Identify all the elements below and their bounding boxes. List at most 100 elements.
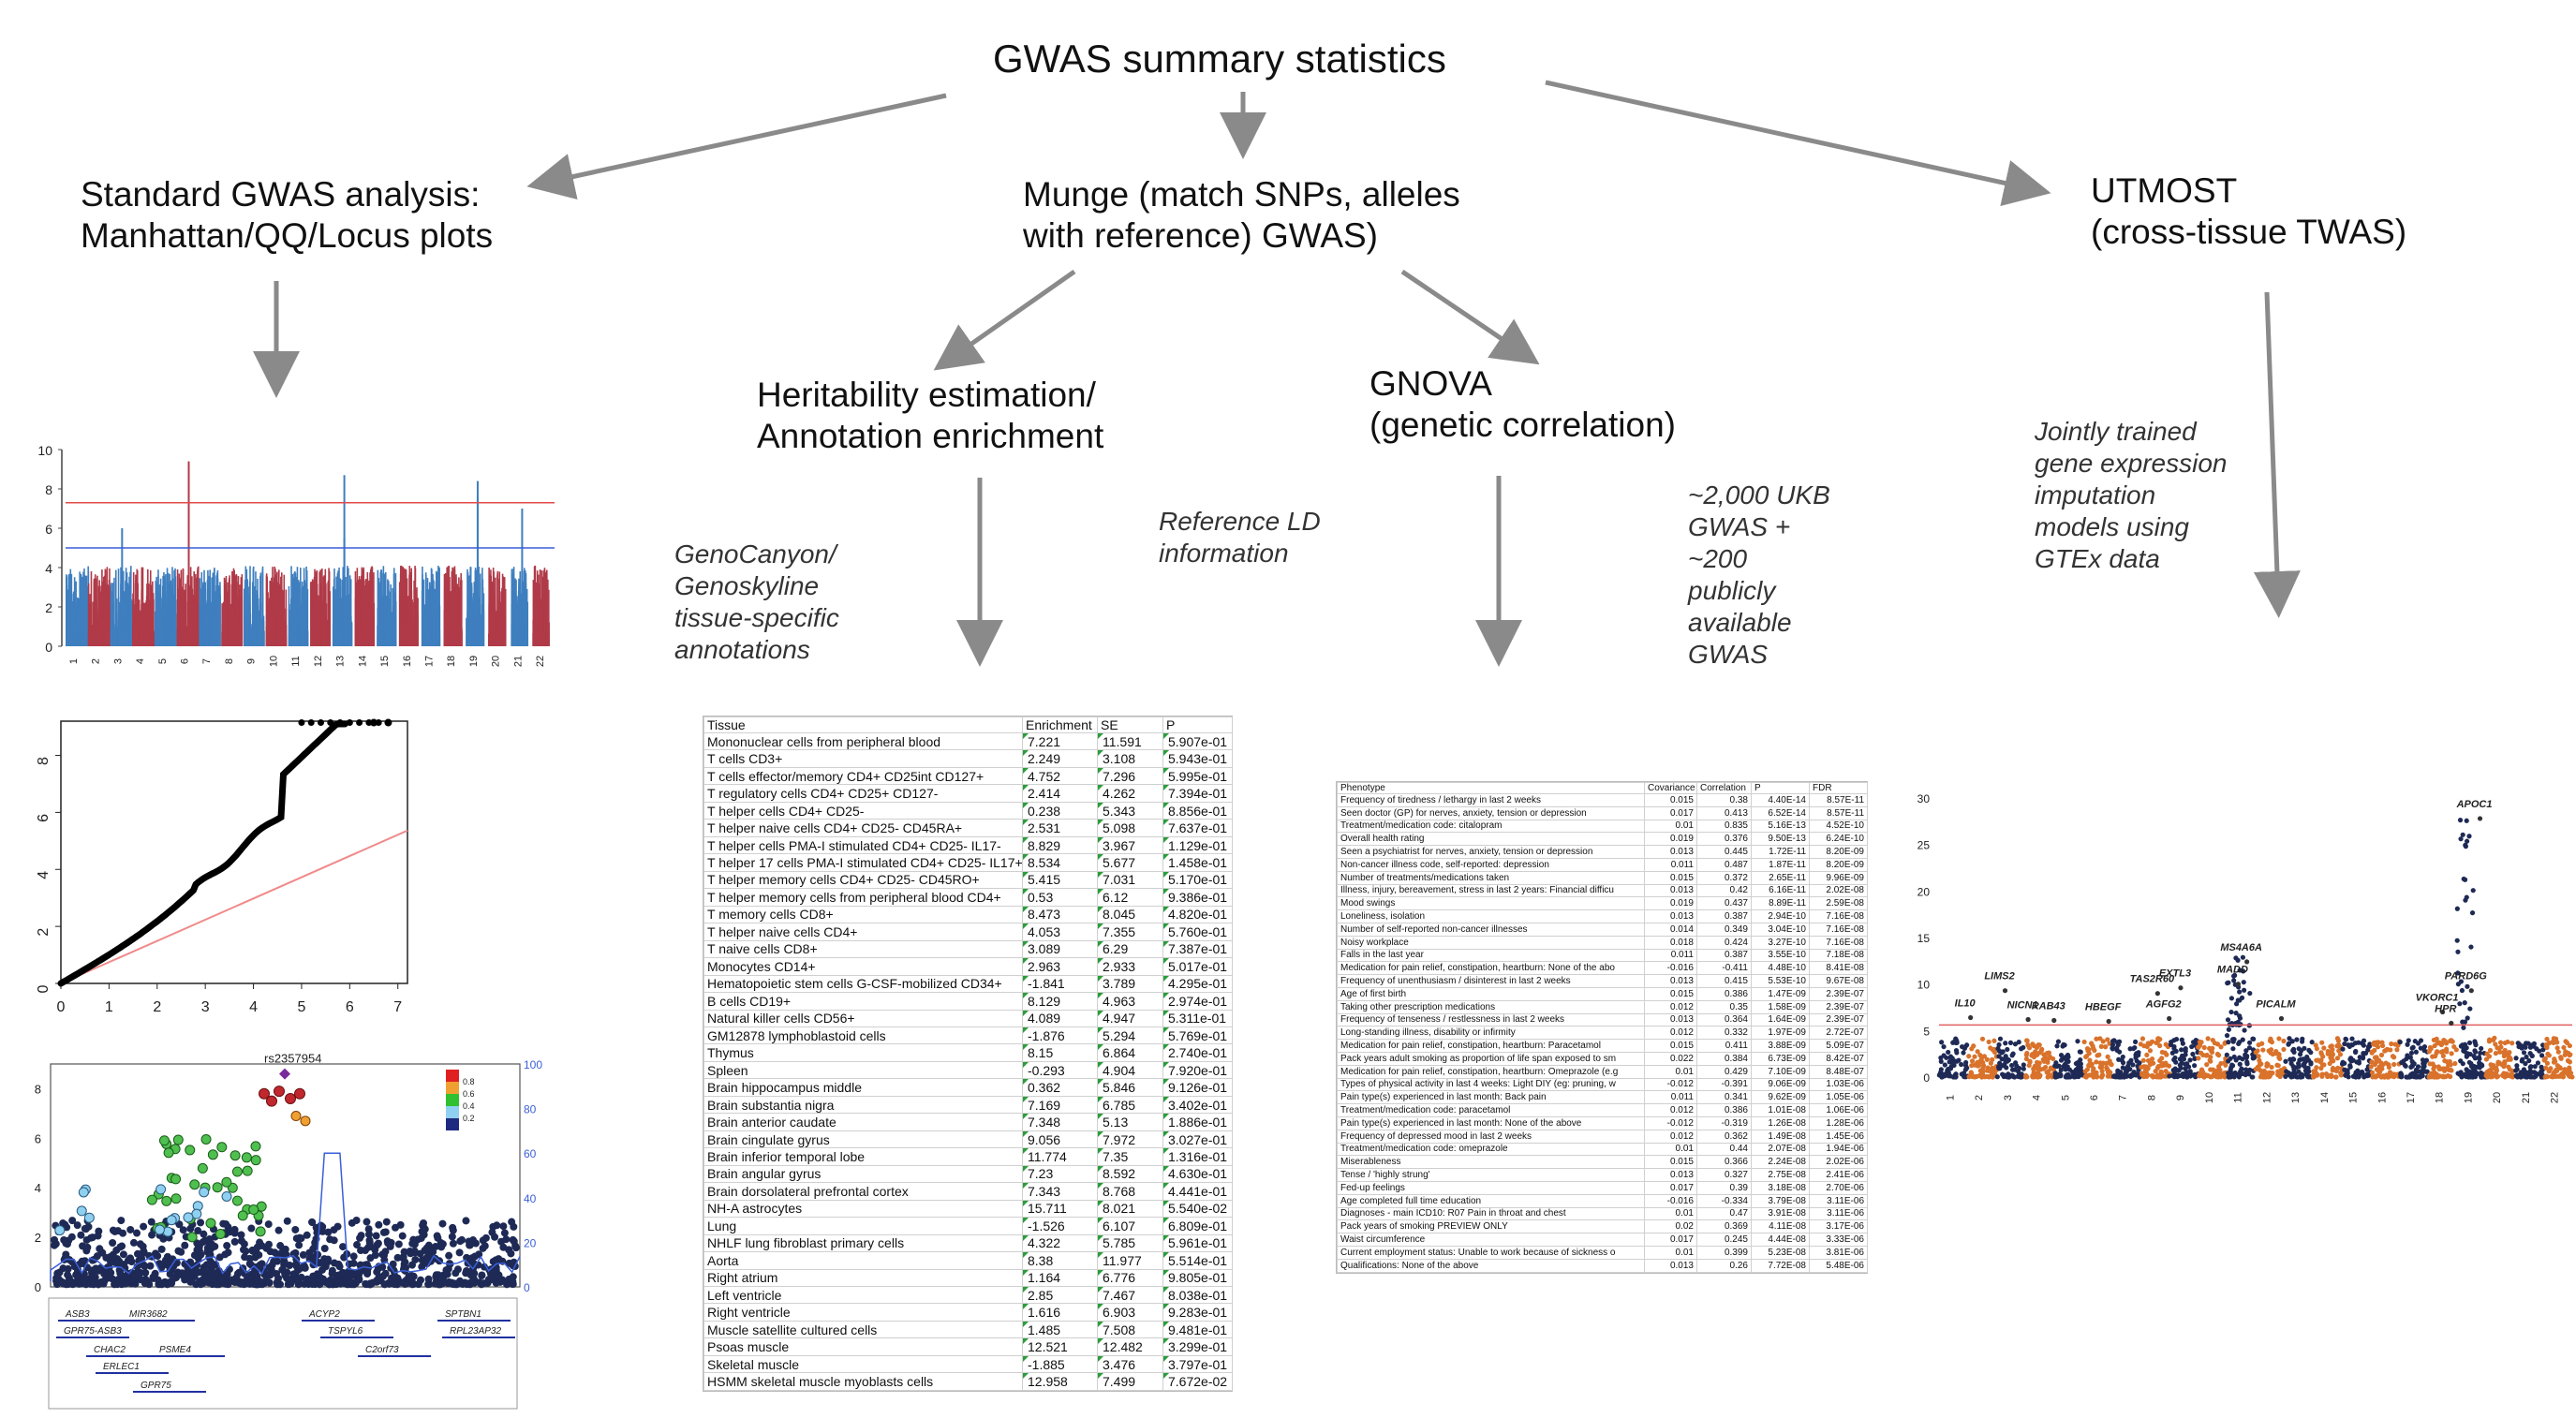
locus-point bbox=[168, 1279, 176, 1288]
snp-bar bbox=[259, 598, 261, 646]
locus-point bbox=[503, 1280, 511, 1289]
y-tick-label: 4 bbox=[36, 871, 52, 879]
locus-point bbox=[357, 1247, 365, 1255]
manhattan-points bbox=[66, 461, 550, 646]
table-cell: Brain anterior caudate bbox=[703, 1113, 1023, 1131]
snp-bar bbox=[542, 634, 545, 646]
table-cell: Number of self-reported non-cancer illne… bbox=[1337, 922, 1645, 937]
locus-point bbox=[223, 1270, 231, 1278]
locus-point bbox=[213, 1280, 221, 1289]
table-cell: -0.012 bbox=[1644, 1077, 1697, 1092]
locus-point bbox=[78, 1257, 86, 1265]
table-cell: -0.293 bbox=[1022, 1060, 1098, 1080]
snp-bar bbox=[500, 596, 503, 646]
snp-bar bbox=[377, 607, 378, 646]
y-tick-label: 2 bbox=[35, 1231, 41, 1245]
table-cell: 7.672e-02 bbox=[1162, 1372, 1233, 1391]
locus-point bbox=[488, 1228, 496, 1236]
y-tick-label: 2 bbox=[45, 600, 52, 615]
table-cell: Seen a psychiatrist for nerves, anxiety,… bbox=[1337, 845, 1645, 859]
snp-bar bbox=[363, 620, 365, 646]
locus-point bbox=[115, 1279, 124, 1288]
y-tick-label: 25 bbox=[1917, 839, 1931, 852]
twas-point bbox=[2116, 1056, 2122, 1062]
twas-point bbox=[2130, 1045, 2137, 1052]
table-cell: 3.88E-09 bbox=[1751, 1039, 1810, 1053]
snp-bar bbox=[113, 627, 116, 646]
locus-point bbox=[200, 1273, 209, 1281]
table-cell: 8.768 bbox=[1097, 1182, 1163, 1201]
snp-bar bbox=[134, 629, 137, 646]
table-cell: 0.39 bbox=[1696, 1180, 1752, 1195]
table-cell: 12.958 bbox=[1022, 1372, 1098, 1391]
table-cell: Treatment/medication code: paracetamol bbox=[1337, 1103, 1645, 1117]
x-tick-label: 20 bbox=[491, 656, 502, 667]
snp-bar bbox=[88, 629, 91, 646]
twas-point bbox=[2097, 1036, 2103, 1041]
snp-bar bbox=[474, 568, 477, 646]
snp-bar bbox=[512, 567, 515, 646]
ld-legend-swatch bbox=[446, 1118, 459, 1130]
locus-point bbox=[452, 1269, 460, 1278]
snp-bar bbox=[75, 581, 77, 646]
qq-point bbox=[346, 719, 353, 727]
twas-point bbox=[2122, 1074, 2127, 1080]
locus-point bbox=[291, 1225, 300, 1233]
table-cell: 0.015 bbox=[1644, 986, 1697, 1001]
table-cell: 7.467 bbox=[1097, 1285, 1163, 1305]
twas-point bbox=[2149, 1056, 2155, 1062]
x-tick-label: 8 bbox=[224, 658, 235, 664]
locus-point bbox=[264, 1220, 273, 1229]
snp-bar bbox=[100, 601, 102, 646]
snp-bar bbox=[155, 617, 157, 646]
snp-bar bbox=[111, 616, 113, 646]
y-tick-label: 6 bbox=[36, 814, 52, 822]
table-cell: T helper naive cells CD4+ bbox=[703, 923, 1023, 941]
snp-bar bbox=[341, 614, 344, 646]
snp-bar bbox=[519, 615, 521, 646]
table-cell: 7.508 bbox=[1097, 1320, 1163, 1339]
table-cell: 9.06E-09 bbox=[1751, 1077, 1810, 1092]
locus-point bbox=[140, 1222, 148, 1231]
twas-point bbox=[2050, 1056, 2056, 1062]
snp-bar bbox=[384, 580, 387, 646]
locus-point bbox=[107, 1258, 115, 1266]
locus-point bbox=[500, 1229, 509, 1237]
locus-point-ld06 bbox=[163, 1147, 174, 1159]
x-tick-label: 7 bbox=[201, 658, 213, 664]
snp-bar bbox=[335, 576, 337, 646]
twas-point bbox=[2105, 1054, 2110, 1059]
snp-bar bbox=[378, 580, 379, 646]
locus-point bbox=[379, 1251, 388, 1260]
snp-bar bbox=[402, 636, 405, 646]
twas-point bbox=[2030, 1072, 2036, 1079]
twas-point bbox=[2046, 1050, 2051, 1056]
snp-bar bbox=[472, 597, 475, 646]
twas-point bbox=[2009, 1062, 2015, 1069]
snp-bar bbox=[295, 583, 297, 646]
table-cell: 3.04E-10 bbox=[1751, 922, 1810, 937]
snp-bar bbox=[103, 589, 105, 646]
locus-point bbox=[207, 1275, 215, 1283]
table-cell: -1.526 bbox=[1022, 1217, 1098, 1235]
locus-point bbox=[433, 1232, 441, 1240]
snp-bar bbox=[142, 605, 145, 646]
locus-point-ld06 bbox=[161, 1195, 172, 1206]
snp-bar bbox=[73, 603, 75, 646]
snp-bar bbox=[290, 566, 292, 646]
table-cell: 11.977 bbox=[1097, 1251, 1163, 1270]
table-cell: 8.038e-01 bbox=[1162, 1285, 1233, 1305]
snp-bar bbox=[221, 619, 224, 646]
table-cell: 0.424 bbox=[1696, 935, 1752, 950]
twas-point bbox=[2086, 1051, 2092, 1056]
table-cell: 3.789 bbox=[1097, 974, 1163, 994]
locus-point bbox=[495, 1271, 503, 1279]
twas-point bbox=[1975, 1049, 1980, 1055]
locus-point bbox=[120, 1261, 128, 1269]
snp-bar bbox=[225, 588, 228, 646]
table-cell: 7.296 bbox=[1097, 766, 1163, 786]
